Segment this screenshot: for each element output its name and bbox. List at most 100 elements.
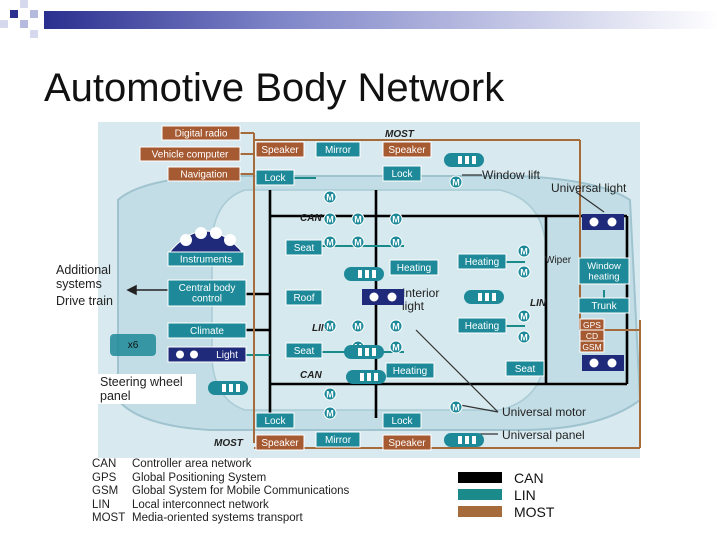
box-seat-bottom-right: Seat <box>505 360 545 377</box>
motor-icon: M <box>323 387 337 401</box>
svg-text:Instruments: Instruments <box>180 255 232 266</box>
label-drive-train: Drive train <box>56 294 113 308</box>
switch-panel-icon <box>346 370 386 384</box>
svg-text:M: M <box>326 193 334 203</box>
motor-icon: M <box>323 406 337 420</box>
svg-text:Speaker: Speaker <box>388 438 426 449</box>
box-seat-top: Seat <box>285 239 323 256</box>
svg-text:M: M <box>354 238 362 248</box>
svg-text:Vehicle computer: Vehicle computer <box>152 150 229 161</box>
svg-text:Light: Light <box>216 350 238 361</box>
legend-item-lin: LIN <box>458 486 554 503</box>
box-mirror-top: Mirror <box>315 141 361 158</box>
motor-icon: M <box>517 244 531 258</box>
switch-panels <box>208 153 504 447</box>
legend-swatch-lin <box>458 489 502 500</box>
box-vehicle-computer: Vehicle computer <box>139 146 241 162</box>
svg-text:M: M <box>354 215 362 225</box>
svg-text:M: M <box>354 322 362 332</box>
motor-icon: M <box>449 400 463 414</box>
lin-label-mid: LIN <box>312 323 329 334</box>
svg-text:Seat: Seat <box>294 243 315 254</box>
box-speaker-bottom-right: Speaker <box>382 434 432 451</box>
label-universal-motor: Universal motor <box>502 405 586 419</box>
motor-icon: M <box>351 235 365 249</box>
switch-cluster-x6: x6 <box>110 334 156 356</box>
svg-text:Heating: Heating <box>397 263 431 274</box>
box-trunk: Trunk <box>578 297 630 314</box>
svg-text:Heating: Heating <box>465 321 499 332</box>
label-universal-light: Universal light <box>551 181 627 195</box>
label-window-lift: Window lift <box>482 168 541 182</box>
bus-legend: CAN LIN MOST <box>458 469 554 520</box>
pointer-lines <box>415 174 605 435</box>
box-navigation: Navigation <box>167 166 241 182</box>
motor-icon: M <box>389 212 403 226</box>
svg-text:M: M <box>392 238 400 248</box>
instruments-cluster: Instruments <box>166 227 246 267</box>
svg-text:Trunk: Trunk <box>591 301 617 312</box>
box-heating-top-mid: Heating <box>389 259 439 276</box>
lamp-symbols <box>362 214 624 371</box>
motor-icon: M <box>389 340 403 354</box>
page-title: Automotive Body Network <box>44 66 505 110</box>
svg-text:M: M <box>326 322 334 332</box>
svg-text:Lock: Lock <box>264 173 286 184</box>
arrow-drive-train <box>126 284 168 296</box>
decorative-header-bar <box>0 0 720 38</box>
box-speaker-top-left: Speaker <box>255 141 305 158</box>
motor-icon: M <box>517 330 531 344</box>
svg-text:M: M <box>326 238 334 248</box>
motor-icon: M <box>389 235 403 249</box>
can-label-bottom: CAN <box>300 370 322 381</box>
box-roof: Roof <box>285 289 323 306</box>
box-light: Light <box>167 346 247 363</box>
svg-text:Navigation: Navigation <box>180 170 227 181</box>
box-heating-top-right: Heating <box>457 253 507 270</box>
motor-icon: M <box>323 235 337 249</box>
motor-icon: M <box>351 212 365 226</box>
svg-text:Lock: Lock <box>391 416 413 427</box>
box-gps: GPS <box>579 318 605 331</box>
box-gsm: GSM <box>579 340 605 353</box>
motor-icon: M <box>517 265 531 279</box>
svg-text:Heating: Heating <box>465 257 499 268</box>
motor-icon: M <box>389 319 403 333</box>
most-label-top: MOST <box>385 129 415 140</box>
svg-text:Heating: Heating <box>393 366 427 377</box>
svg-text:Seat: Seat <box>294 346 315 357</box>
svg-text:M: M <box>326 409 334 419</box>
svg-text:M: M <box>326 390 334 400</box>
box-heating-mid-right: Heating <box>457 317 507 334</box>
svg-text:Speaker: Speaker <box>261 438 299 449</box>
box-lock-top-right: Lock <box>382 165 422 182</box>
svg-text:M: M <box>326 215 334 225</box>
box-speaker-top-right: Speaker <box>382 141 432 158</box>
box-heating-bottom: Heating <box>385 362 435 379</box>
lin-label-right: LIN <box>530 298 547 309</box>
svg-text:M: M <box>520 247 528 257</box>
label-universal-panel: Universal panel <box>502 428 585 442</box>
svg-text:Mirror: Mirror <box>325 435 352 446</box>
motor-icon: M <box>323 212 337 226</box>
switch-panel-icon <box>344 345 384 359</box>
box-lock-bottom-left: Lock <box>255 412 295 429</box>
svg-text:M: M <box>452 178 460 188</box>
switch-panel-icon <box>344 267 384 281</box>
svg-text:Seat: Seat <box>515 364 536 375</box>
box-lock-bottom-right: Lock <box>382 412 422 429</box>
svg-text:M: M <box>452 403 460 413</box>
switch-panel-icon <box>464 290 504 304</box>
box-cd: CD <box>579 329 605 342</box>
svg-text:M: M <box>520 268 528 278</box>
motor-icon: M <box>449 175 463 189</box>
svg-text:M: M <box>392 343 400 353</box>
